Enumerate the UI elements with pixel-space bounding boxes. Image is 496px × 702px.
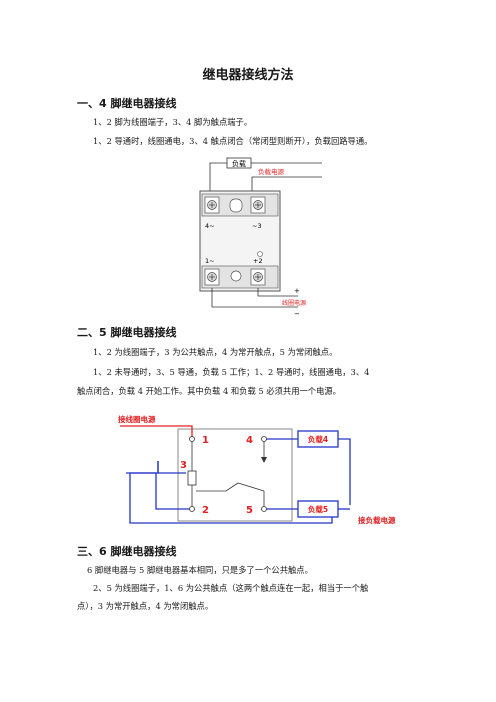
page-title: 继电器接线方法 [202, 68, 294, 83]
coil-wire-negative [211, 288, 298, 308]
contact-common-line [196, 482, 239, 492]
common-wire-pin3 [130, 461, 159, 474]
section-2-heading: 二、5 脚继电器接线 [77, 326, 177, 339]
load5-label: 负载5 [308, 504, 328, 514]
load-wire-left [209, 162, 227, 193]
terminal-3-label: ~3 [252, 222, 262, 230]
common-wire-loop [157, 461, 186, 474]
load4-return-wire [338, 438, 351, 505]
section-1-heading: 一、4 脚继电器接线 [77, 97, 177, 110]
coil-wire-pin1 [120, 425, 193, 437]
section-1-line-1: 1、2 脚为线圈端子，3、4 脚为触点端子。 [93, 117, 253, 127]
pin-1-label: 1 [202, 435, 209, 446]
five-pin-relay-diagram: 接线圈电源 1 2 3 4 5 负载4 负载5 接负载电源 [118, 414, 396, 525]
section-3-line-1: 6 脚继电器与 5 脚继电器基本相同，只是多了一个公共触点。 [87, 565, 313, 575]
relay-body [177, 428, 293, 522]
load-wire-terminal3 [251, 176, 322, 193]
load-power-label: 负载电源 [258, 167, 285, 176]
terminal-4-label: 4~ [205, 222, 215, 230]
pin-1-dot [189, 436, 195, 442]
pin-4-label: 4 [246, 435, 253, 446]
section-1-line-2: 1、2 导通时，线圈通电，3、4 触点闭合（常闭型则断开），负载回路导通。 [93, 136, 373, 146]
load-power-label: 接负载电源 [358, 515, 396, 525]
coil-plus-label: + [294, 287, 300, 295]
pin-4-dot [261, 436, 267, 442]
coil-power-label: 接线圈电源 [118, 414, 156, 424]
pin-5-dot [261, 506, 267, 512]
section-3-heading: 三、6 脚继电器接线 [77, 545, 177, 558]
mount-hole-top [229, 198, 243, 213]
section-2-line-1: 1、2 为线圈端子，3 为公共触点，4 为常开触点，5 为常闭触点。 [93, 347, 338, 357]
coil-symbol [187, 470, 197, 486]
indicator-led [257, 251, 263, 257]
mount-hole-bottom [230, 270, 242, 282]
load-label: 负载 [232, 159, 246, 168]
pin-3-label: 3 [180, 460, 187, 471]
coil-minus-label: − [294, 310, 300, 318]
section-3-line-2: 2、5 为线圈端子，1、6 为公共触点（这两个触点连在一起，相当于一个触 [93, 583, 369, 593]
contact-blade [237, 482, 265, 492]
pin-2-label: 2 [202, 505, 209, 516]
terminal-1-label: 1~ [205, 257, 215, 265]
section-2-line-2: 1、2 未导通时，3、5 导通，负载 5 工作；1、2 导通时，线圈通电，3、4 [93, 367, 370, 377]
load4-label: 负载4 [308, 434, 328, 444]
terminal-2-label: +2 [253, 257, 263, 265]
coil-wire-positive [257, 288, 298, 297]
four-pin-relay-diagram: 负载 负载电源 4~ ~3 1~ +2 + 线圈电源 − [199, 157, 322, 318]
pin-2-dot [189, 506, 195, 512]
section-3-line-3: 点），3 为常开触点，4 为常闭触点。 [77, 601, 214, 611]
pin-4-arrow [261, 457, 267, 463]
section-2-line-3: 触点闭合，负载 4 开始工作。其中负载 4 和负载 5 必须共用一个电源。 [77, 386, 341, 396]
pin-5-label: 5 [246, 505, 253, 516]
coil-power-label: 线圈电源 [282, 299, 306, 307]
